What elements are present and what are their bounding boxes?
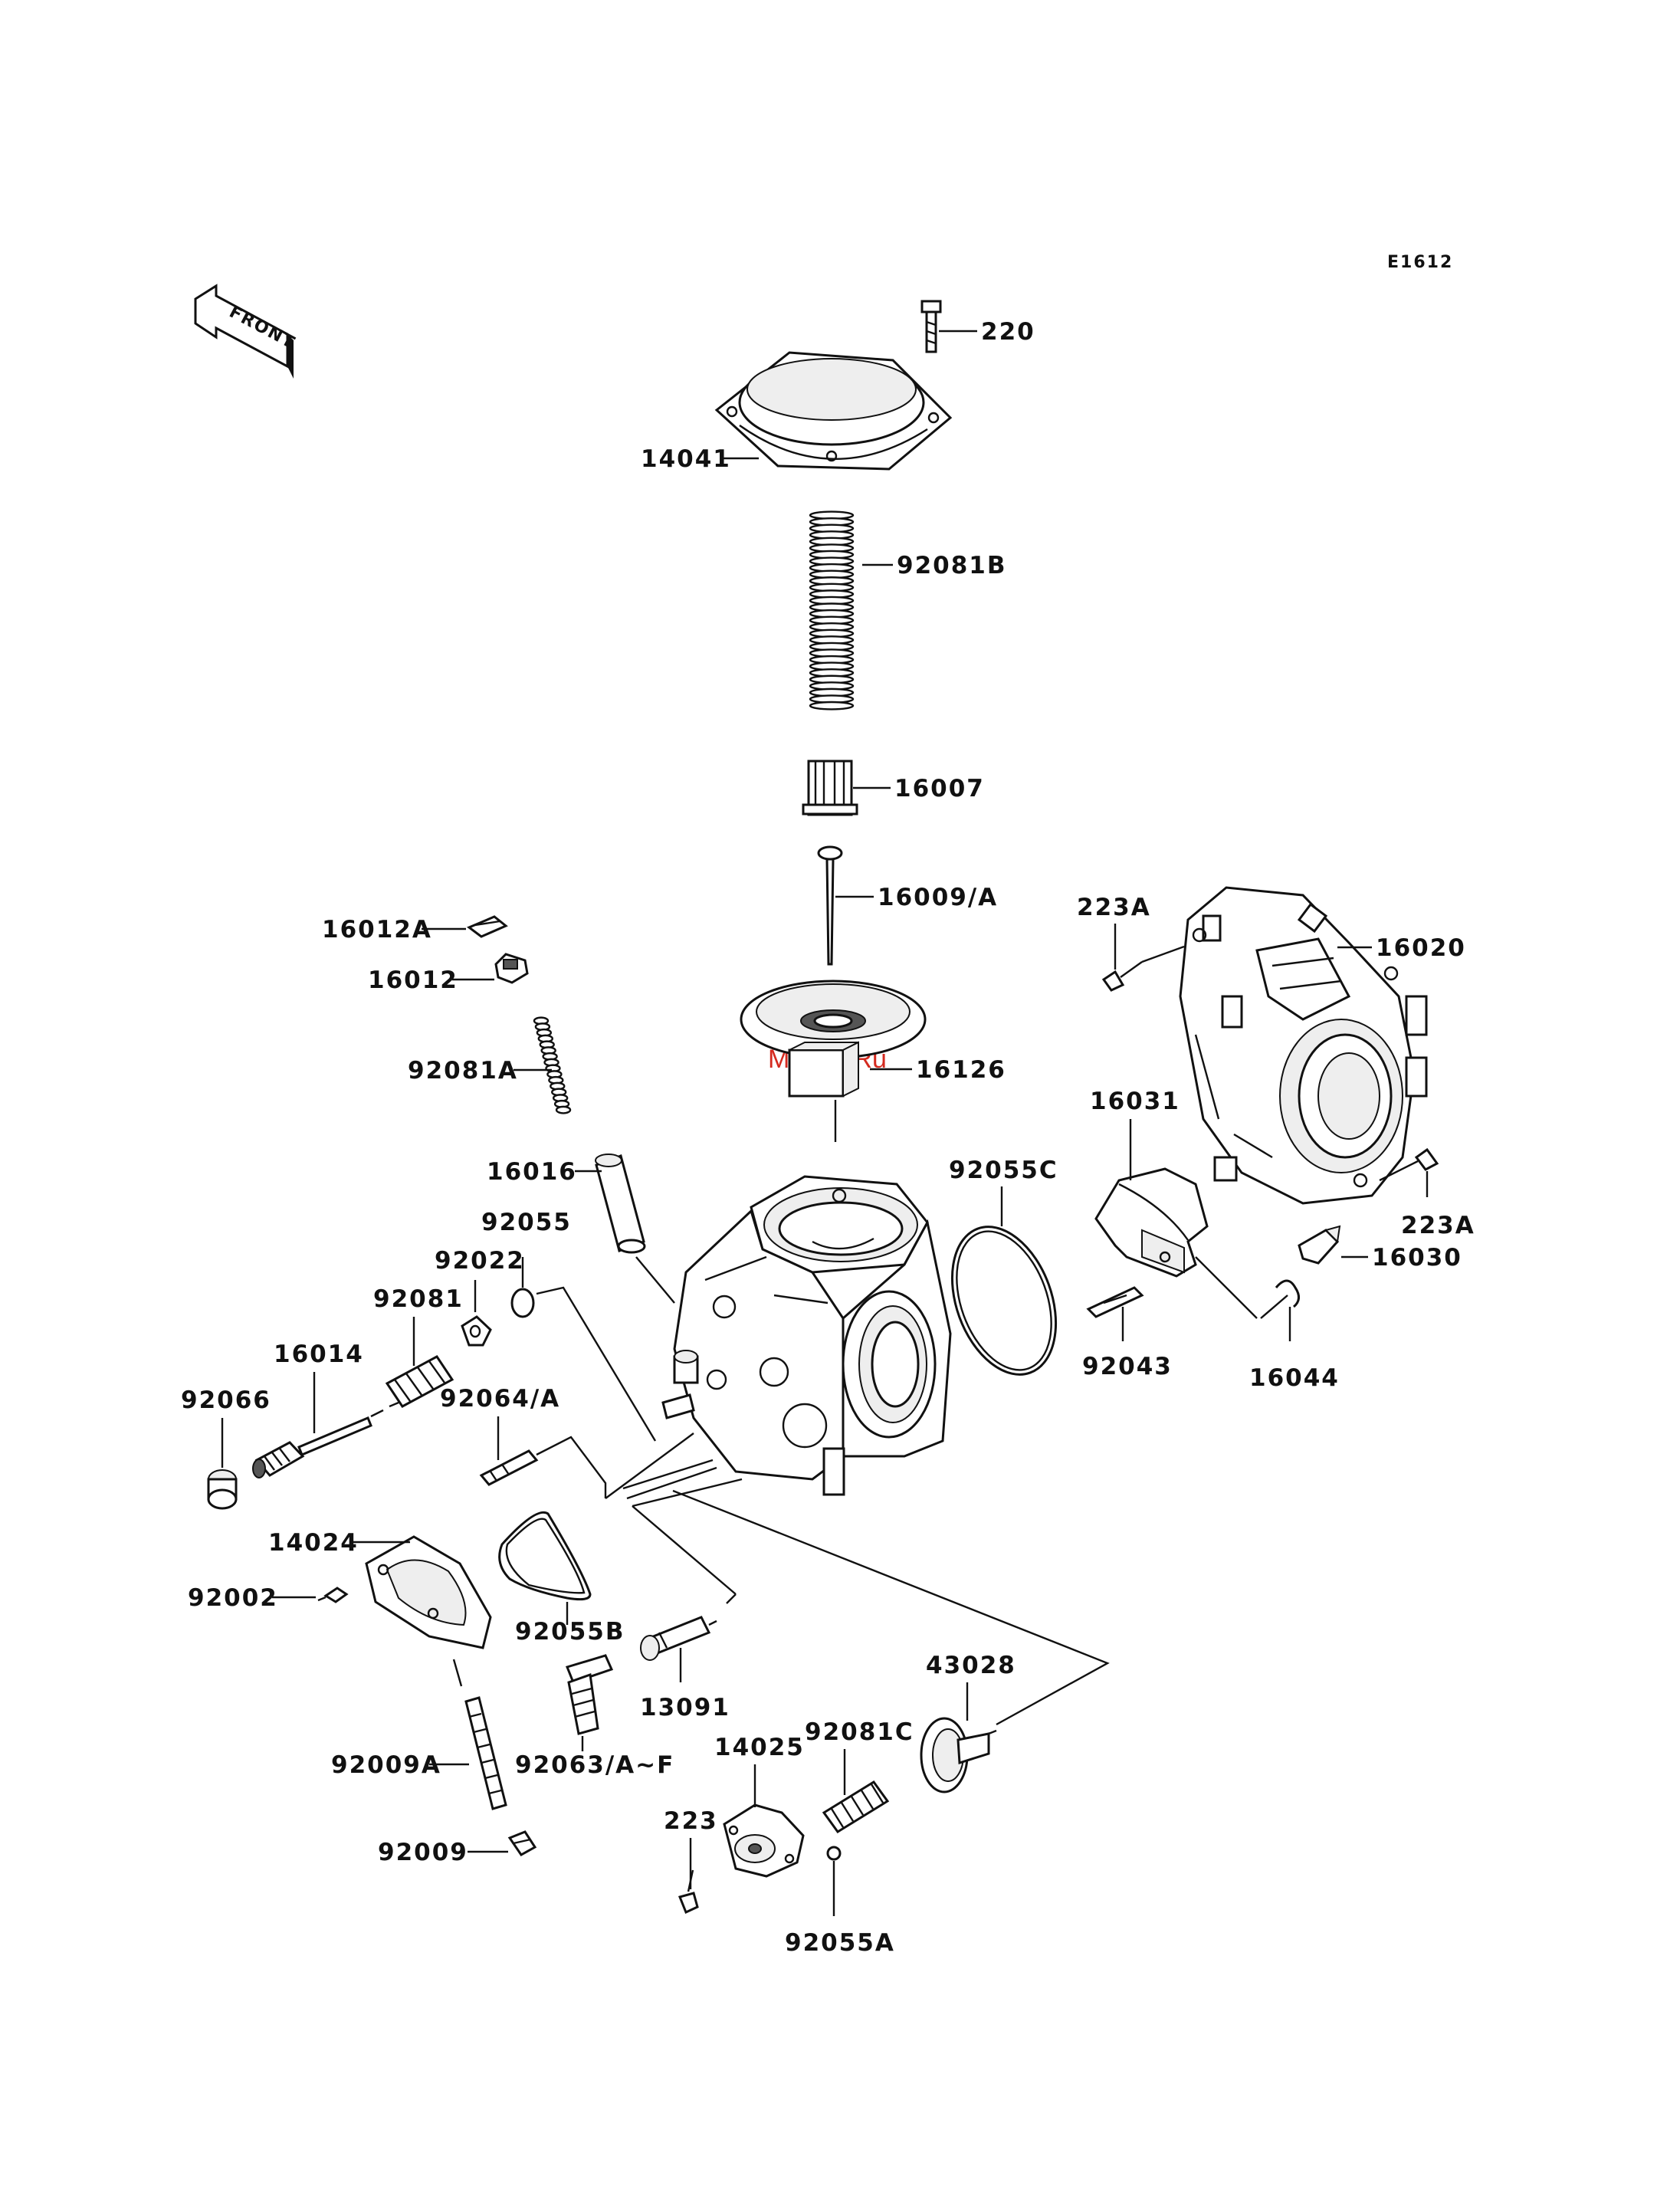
label-92055b: 92055B <box>515 1618 625 1646</box>
label-92002: 92002 <box>188 1584 278 1612</box>
label-14041: 14041 <box>641 445 731 473</box>
label-16014: 16014 <box>274 1341 364 1368</box>
cap-92066-icon <box>208 1470 236 1508</box>
spring-92081b-icon <box>810 512 853 710</box>
label-223: 223 <box>664 1807 718 1835</box>
starter-plunger-16014-icon <box>253 1403 399 1478</box>
label-92063af: 92063/A~F <box>515 1751 674 1779</box>
screw-92002-icon <box>318 1588 346 1602</box>
washer-92022-icon <box>462 1317 491 1345</box>
collar-16012-icon <box>496 954 527 983</box>
label-92066: 92066 <box>181 1387 271 1414</box>
label-223a-top: 223A <box>1077 894 1151 921</box>
label-92055a: 92055A <box>785 1929 895 1957</box>
label-43028: 43028 <box>926 1652 1016 1679</box>
o-ring-92055a-icon <box>828 1847 840 1859</box>
carb-top-cover-icon <box>717 353 950 469</box>
front-arrow-icon: FRONT <box>195 286 299 379</box>
label-16030: 16030 <box>1372 1244 1462 1272</box>
label-16007: 16007 <box>894 775 985 802</box>
valve-14025-icon <box>724 1805 803 1876</box>
pin-92043-icon <box>1088 1288 1142 1317</box>
label-16044: 16044 <box>1249 1364 1340 1392</box>
pilot-screw-92009a-icon <box>454 1659 506 1809</box>
label-92055c: 92055C <box>949 1157 1058 1184</box>
label-16016: 16016 <box>487 1158 577 1186</box>
label-220: 220 <box>981 318 1035 346</box>
screw-92009-icon <box>510 1832 535 1855</box>
label-92055: 92055 <box>481 1209 572 1236</box>
label-16012a: 16012A <box>322 916 432 943</box>
jet-needle-16009-icon <box>819 847 842 964</box>
label-223a-bottom: 223A <box>1401 1212 1475 1239</box>
label-16009a: 16009/A <box>878 884 998 911</box>
label-92009: 92009 <box>378 1839 468 1866</box>
label-92009a: 92009A <box>331 1751 441 1779</box>
clip-16044-icon <box>1261 1281 1299 1318</box>
cover-14024-icon <box>366 1537 491 1648</box>
spring-92081c-icon <box>824 1782 888 1832</box>
diaphragm-43028-icon <box>921 1718 996 1792</box>
screw-220-icon <box>922 301 940 352</box>
label-16031: 16031 <box>1090 1088 1180 1115</box>
gasket-92055c-icon <box>934 1213 1075 1389</box>
gasket-92055b-icon <box>500 1512 590 1599</box>
label-13091: 13091 <box>640 1694 730 1721</box>
label-16012: 16012 <box>368 966 458 994</box>
bracket-16030-icon <box>1299 1226 1340 1263</box>
spring-92081a-icon <box>534 1018 570 1114</box>
label-14024: 14024 <box>268 1529 359 1557</box>
label-92081b: 92081B <box>897 552 1006 579</box>
label-16020: 16020 <box>1376 934 1466 962</box>
label-16126: 16126 <box>916 1056 1006 1084</box>
needle-jet-13091-icon <box>641 1617 717 1660</box>
carburetor-body-icon <box>663 1176 950 1495</box>
diagram-code: E1612 <box>1387 253 1453 272</box>
needle-holder-16007-icon <box>803 761 857 815</box>
screw-223-icon <box>680 1870 697 1912</box>
plate-16012a-icon <box>469 917 506 937</box>
plunger-16016-icon <box>596 1154 674 1303</box>
o-ring-92055-icon <box>512 1289 533 1317</box>
label-92043: 92043 <box>1082 1353 1173 1380</box>
label-14025: 14025 <box>714 1734 805 1761</box>
fitting-92064a-icon <box>481 1433 694 1498</box>
main-jet-92063-icon <box>567 1656 612 1734</box>
label-92081c: 92081C <box>805 1718 914 1746</box>
label-92081a: 92081A <box>408 1057 518 1085</box>
label-92064a: 92064/A <box>440 1385 560 1413</box>
label-92081: 92081 <box>373 1285 464 1313</box>
vacuum-piston-16126-icon <box>741 981 925 1096</box>
label-92022: 92022 <box>435 1247 525 1275</box>
